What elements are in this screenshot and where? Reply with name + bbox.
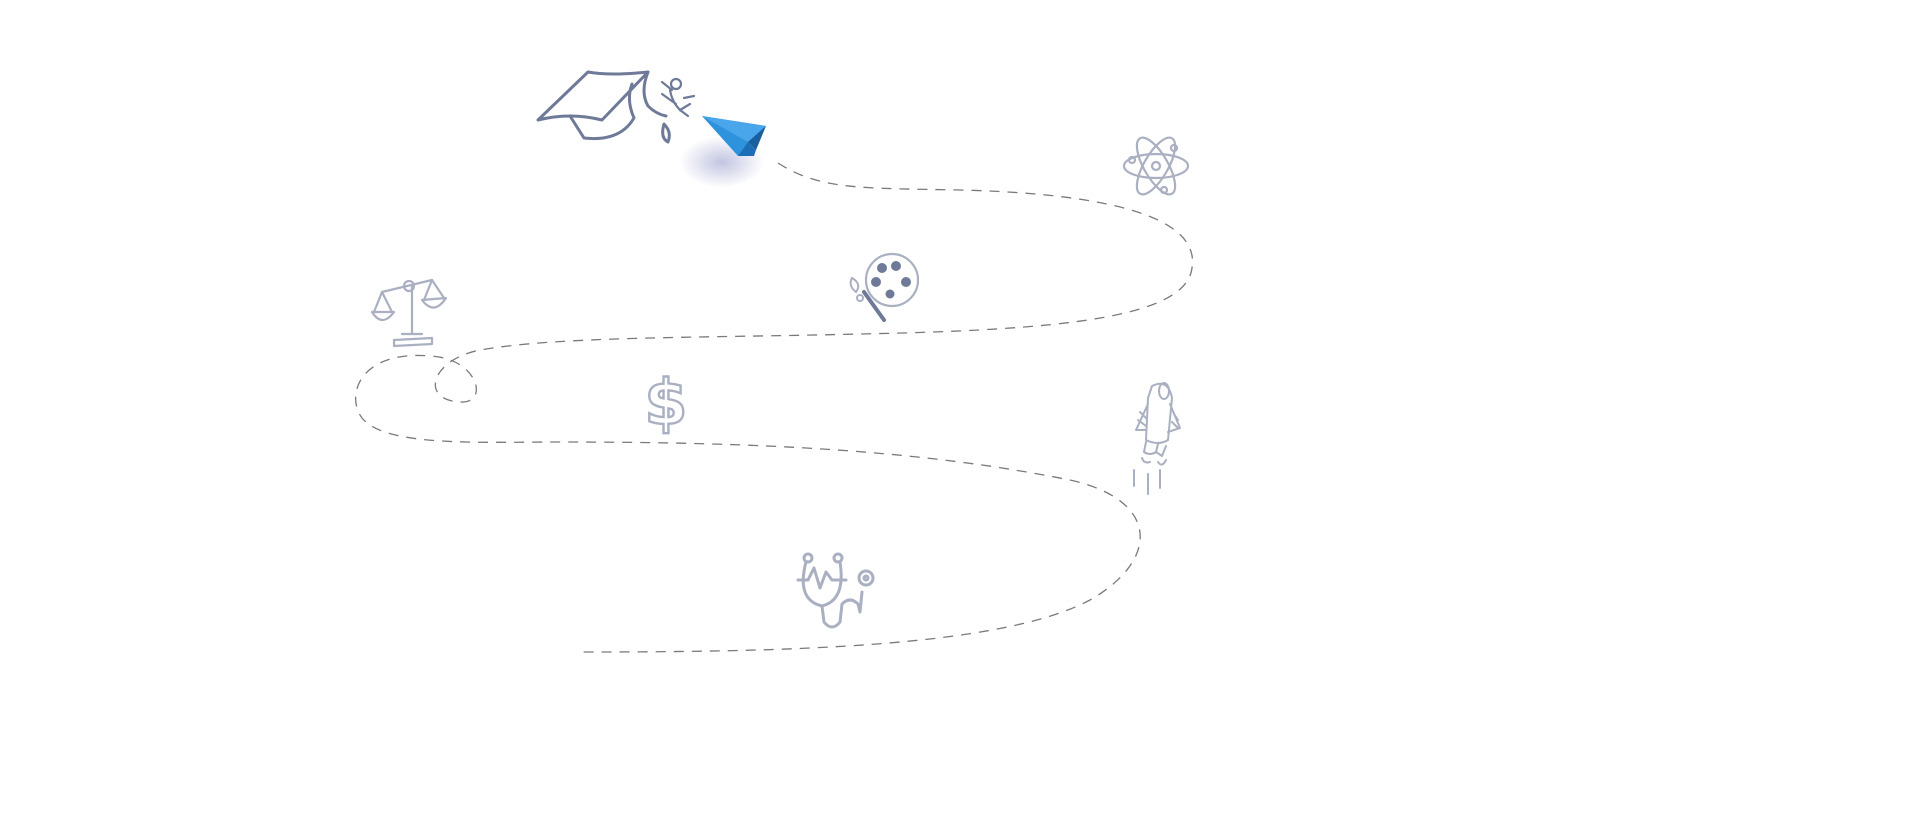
graduation-cap-icon	[536, 70, 671, 144]
stethoscope-icon	[796, 552, 875, 629]
palette-icon	[849, 252, 920, 322]
jumping-figure-icon	[660, 77, 696, 118]
atom-icon	[1122, 136, 1190, 196]
scales-icon	[370, 278, 448, 348]
dashed-flight-path	[354, 162, 1194, 653]
paper-plane-icon	[702, 116, 766, 156]
dollar-sign-icon: $	[644, 366, 687, 439]
rocket-icon	[1133, 382, 1181, 495]
